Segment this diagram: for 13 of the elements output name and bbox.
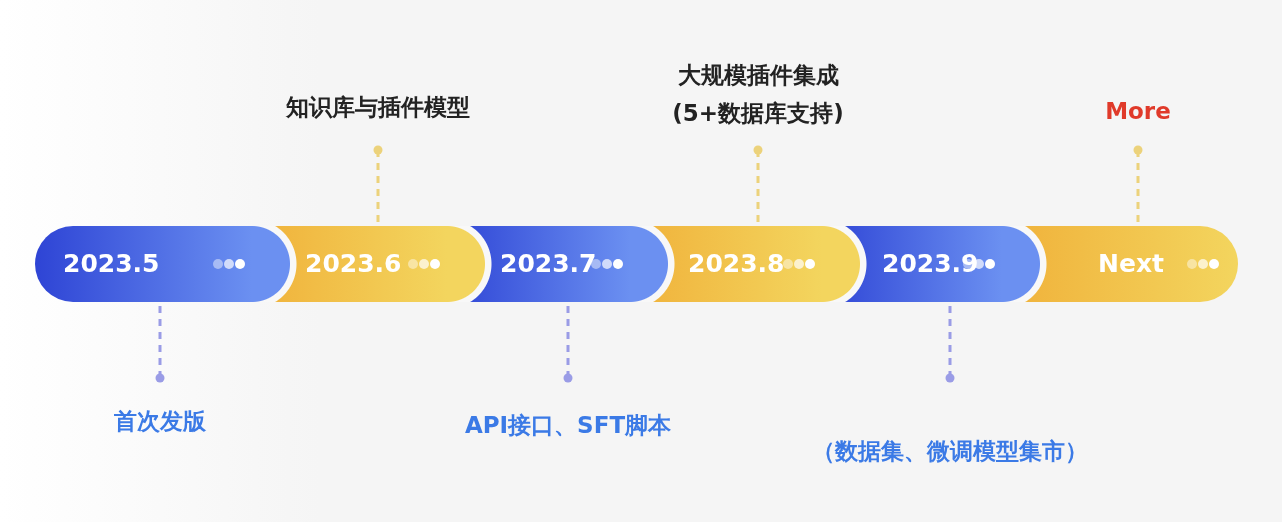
caption-text: 知识库与插件模型 [286, 93, 470, 122]
caption-text: (5+数据库支持) [672, 99, 844, 128]
caption-text: 大规模插件集成 [677, 61, 839, 90]
caption-text: （数据集、微调模型集市） [812, 437, 1088, 466]
date-label: 2023.6 [305, 248, 402, 280]
date-label: 2023.9 [882, 248, 979, 280]
caption-text: API接口、SFT脚本 [464, 411, 672, 440]
date-label: 2023.7 [500, 248, 597, 280]
caption-text: 首次发版 [114, 407, 206, 436]
caption-text: More [1105, 97, 1171, 126]
date-label: 2023.5 [63, 248, 160, 280]
date-label: 2023.8 [688, 248, 785, 280]
date-label: Next [1098, 248, 1164, 280]
